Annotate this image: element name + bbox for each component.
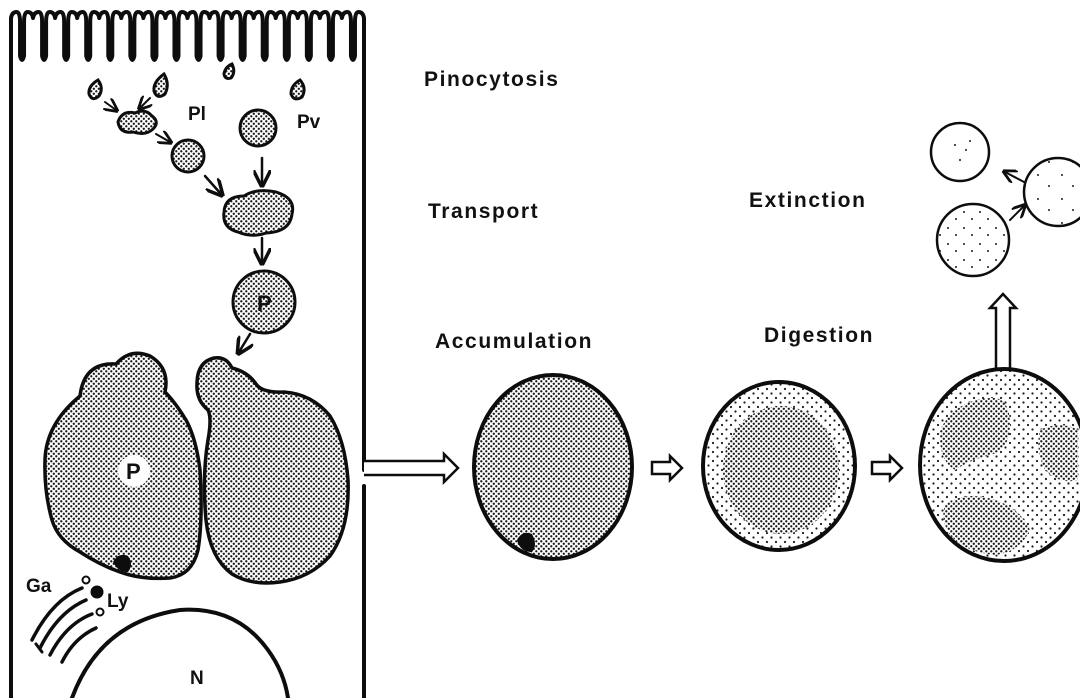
golgi-apparatus (32, 588, 96, 662)
droplet-2 (154, 74, 167, 96)
large-protein-droplet-right (197, 358, 348, 583)
label-pl: Pl (188, 104, 206, 125)
label-ly: Ly (107, 591, 129, 612)
faded-vesicle-bottom (937, 204, 1009, 276)
vesicle-a (172, 140, 204, 172)
fused-vesicle (118, 111, 156, 133)
faded-vesicle-top (931, 123, 989, 181)
stage-label-accumulation: Accumulation (435, 330, 593, 353)
microvilli-border (11, 12, 364, 62)
protein-droplets (45, 353, 348, 583)
golgi-vesicle-1 (83, 577, 90, 584)
droplet-3 (291, 80, 304, 99)
arrow-7 (239, 334, 250, 352)
vesicle-pv (240, 110, 276, 146)
hollow-arrow-accumulation-to-digestion (652, 456, 682, 480)
merging-vesicles (224, 191, 293, 236)
droplet-late-digestion (920, 369, 1080, 561)
hollow-arrow-up-to-extinction (990, 294, 1016, 376)
faded-vesicle-right (1024, 158, 1080, 226)
arrow-extinction-1 (1005, 172, 1024, 182)
pinocytotic-droplets (89, 64, 304, 99)
arrow-4 (205, 176, 221, 194)
hollow-arrow-cell-to-accumulation (364, 454, 458, 482)
arrow-extinction-2 (1010, 206, 1024, 220)
arrow-3 (156, 134, 170, 142)
droplet-1 (89, 80, 101, 99)
progression-arrows (364, 294, 1016, 482)
arrow-2 (140, 98, 150, 108)
label-ga: Ga (26, 576, 52, 597)
golgi-vesicle-2 (97, 609, 104, 616)
droplet-accumulation (474, 375, 632, 559)
label-p-small: P (257, 291, 272, 316)
droplet-digestion (703, 382, 855, 550)
stage-label-digestion: Digestion (764, 324, 874, 347)
stage-label-transport: Transport (428, 200, 539, 223)
hollow-arrow-digestion-to-late (872, 456, 902, 480)
stage-label-pinocytosis: Pinocytosis (424, 68, 559, 91)
label-p-large: P (126, 459, 141, 484)
label-n: N (190, 668, 204, 689)
label-pv: Pv (297, 112, 321, 133)
arrow-1 (105, 102, 116, 110)
primary-lysosome (91, 586, 104, 599)
nucleus (72, 610, 288, 698)
extinction-vesicles (931, 123, 1080, 276)
stage-label-extinction: Extinction (749, 189, 867, 212)
droplet-4 (224, 64, 234, 79)
